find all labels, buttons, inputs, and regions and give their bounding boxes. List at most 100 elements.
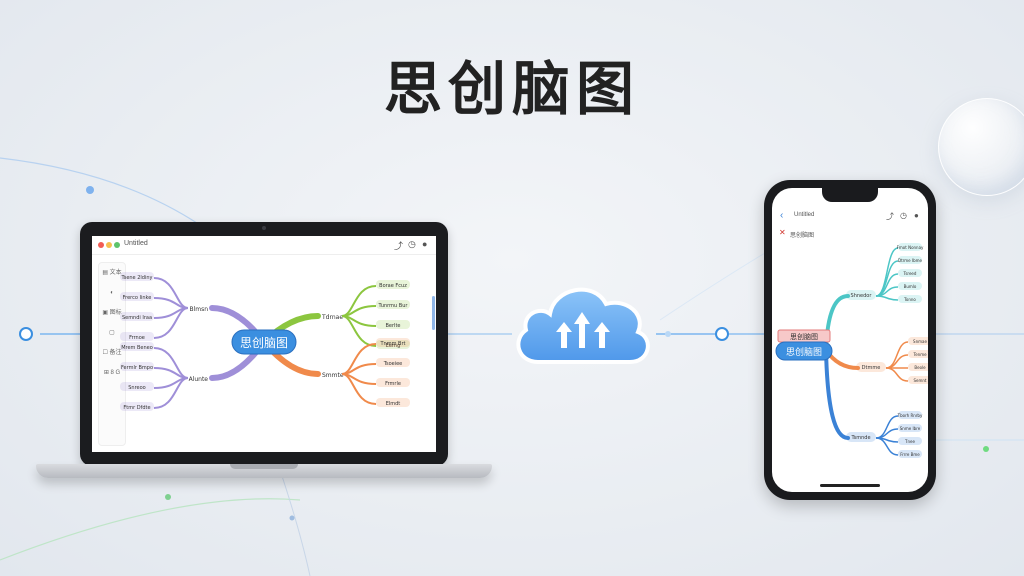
child-node[interactable] xyxy=(898,256,922,264)
child-node-label[interactable]: Snreoo xyxy=(128,385,145,391)
child-node-label[interactable]: Tsene 2ldiny xyxy=(120,275,152,281)
close-icon[interactable]: ✕ xyxy=(779,228,786,237)
laptop-notch xyxy=(230,464,298,469)
child-node-label[interactable]: Eerng xyxy=(386,343,401,349)
child-node[interactable] xyxy=(908,337,928,345)
share-icon[interactable]: ⤴ xyxy=(886,212,894,221)
child-node[interactable] xyxy=(120,272,154,281)
branch-node[interactable] xyxy=(846,432,876,442)
app-toolbar: Untitled ⤴ ◷ ● xyxy=(92,236,436,255)
child-node-label[interactable]: Semndi Iraa xyxy=(122,315,152,321)
settings-icon[interactable]: ● xyxy=(422,239,428,249)
central-node-label[interactable]: 思创脑图 xyxy=(786,346,822,358)
central-node-label[interactable]: 思创脑图 xyxy=(240,336,288,350)
child-node[interactable] xyxy=(898,424,922,432)
child-node-label[interactable]: Snme Ibre xyxy=(900,426,921,431)
child-node-label[interactable]: Tunrmu Bur xyxy=(378,303,409,309)
branch-label[interactable]: Dtmme xyxy=(862,365,881,371)
child-node[interactable] xyxy=(908,363,928,371)
child-node[interactable] xyxy=(120,292,154,301)
child-node-label[interactable]: Berlte xyxy=(386,323,401,329)
child-node-label[interactable]: Fermlr Bmpo xyxy=(121,365,153,371)
child-node[interactable] xyxy=(120,382,154,391)
child-node-label[interactable]: Tsoeiee xyxy=(383,361,403,367)
child-line xyxy=(153,367,189,379)
child-node[interactable] xyxy=(908,376,928,384)
child-node-label[interactable]: Snmae xyxy=(913,339,927,344)
child-node-label[interactable]: Ftmr Dfdte xyxy=(123,405,150,411)
child-node-label[interactable]: Tonno xyxy=(903,297,916,302)
child-node-label[interactable]: Tenme xyxy=(912,352,927,357)
child-node-label[interactable]: Beole xyxy=(914,365,926,370)
child-node[interactable] xyxy=(376,320,410,329)
child-node[interactable] xyxy=(120,312,154,321)
child-node[interactable] xyxy=(898,269,922,277)
side-panel-item[interactable]: ▣ 图标 xyxy=(102,310,122,316)
child-node[interactable] xyxy=(376,300,410,309)
child-node-label[interactable]: Fmot Nonnay xyxy=(897,245,924,250)
child-node-label[interactable]: Elmdt xyxy=(386,401,401,407)
branch-label[interactable]: Blmsn xyxy=(189,306,208,313)
side-panel-item[interactable]: ▢ xyxy=(109,330,115,336)
side-panel-item[interactable]: ☐ 备注 xyxy=(102,350,122,356)
side-panel-item[interactable]: ▤ 文本 xyxy=(102,270,122,276)
child-node[interactable] xyxy=(898,282,922,290)
branch-label[interactable]: Alunte xyxy=(189,376,209,383)
child-line xyxy=(341,363,377,375)
branch-node[interactable] xyxy=(846,290,876,300)
child-node[interactable] xyxy=(376,378,410,387)
child-node[interactable] xyxy=(898,243,922,251)
child-node[interactable] xyxy=(376,340,410,349)
branch-label[interactable]: Shnedor xyxy=(851,293,873,299)
child-node-label[interactable]: Frrre Bme xyxy=(900,452,920,457)
child-node-label[interactable]: Semnt xyxy=(914,378,927,383)
branch-node[interactable] xyxy=(856,362,886,372)
side-panel-item[interactable]: ⊞ 8 G xyxy=(103,370,121,376)
back-chevron-icon[interactable]: ‹ xyxy=(780,210,784,221)
child-node[interactable] xyxy=(120,362,154,371)
child-node[interactable] xyxy=(908,350,928,358)
window-zoom-dot[interactable] xyxy=(114,242,120,248)
child-node[interactable] xyxy=(898,437,922,445)
child-node-label[interactable]: Dtrme Ibme xyxy=(898,258,922,263)
child-node[interactable] xyxy=(376,280,410,289)
branch-label[interactable]: Tsmnde xyxy=(850,435,870,441)
branch-label[interactable]: Smmte xyxy=(322,372,344,379)
top-node-label[interactable]: 思创脑图 xyxy=(790,332,818,341)
child-node-label[interactable]: Frmrle xyxy=(385,381,401,387)
canvas-scrollbar[interactable] xyxy=(432,296,435,330)
child-node-label[interactable]: Tsreed xyxy=(903,271,917,276)
child-node-label[interactable]: Frerco Iinke xyxy=(123,295,152,301)
child-node[interactable] xyxy=(376,358,410,367)
window-close-dot[interactable] xyxy=(98,242,104,248)
child-node[interactable] xyxy=(120,332,154,341)
child-node-label[interactable]: Bumlo xyxy=(904,284,917,289)
child-node-label[interactable]: Borae Fcuz xyxy=(379,283,407,289)
window-minimize-dot[interactable] xyxy=(106,242,112,248)
child-node-label[interactable]: Tborh Rnrby xyxy=(897,413,923,418)
child-node-label[interactable]: Tnee xyxy=(904,439,915,444)
child-node[interactable] xyxy=(376,398,410,407)
settings-icon[interactable]: ● xyxy=(914,211,919,220)
central-node[interactable] xyxy=(775,341,833,361)
child-node[interactable] xyxy=(898,411,922,419)
branch-label[interactable]: Tdrnae xyxy=(321,314,343,321)
side-panel-item[interactable]: ◐ xyxy=(110,290,114,296)
child-node[interactable] xyxy=(898,295,922,303)
child-node-label[interactable]: Tnmm Brt xyxy=(380,341,406,347)
child-node[interactable] xyxy=(120,342,154,351)
child-node[interactable] xyxy=(376,338,410,347)
cloud-sync-icon xyxy=(516,287,650,364)
child-node-label[interactable]: Mrem Beneo xyxy=(121,345,153,351)
clock-icon[interactable]: ◷ xyxy=(408,239,416,249)
central-node[interactable] xyxy=(231,329,297,355)
child-node[interactable] xyxy=(898,450,922,458)
child-node[interactable] xyxy=(120,402,154,411)
share-icon[interactable]: ⤴ xyxy=(394,241,404,251)
child-line xyxy=(153,347,189,379)
child-node-label[interactable]: Frrnoe xyxy=(129,335,145,341)
clock-icon[interactable]: ◷ xyxy=(900,211,907,220)
